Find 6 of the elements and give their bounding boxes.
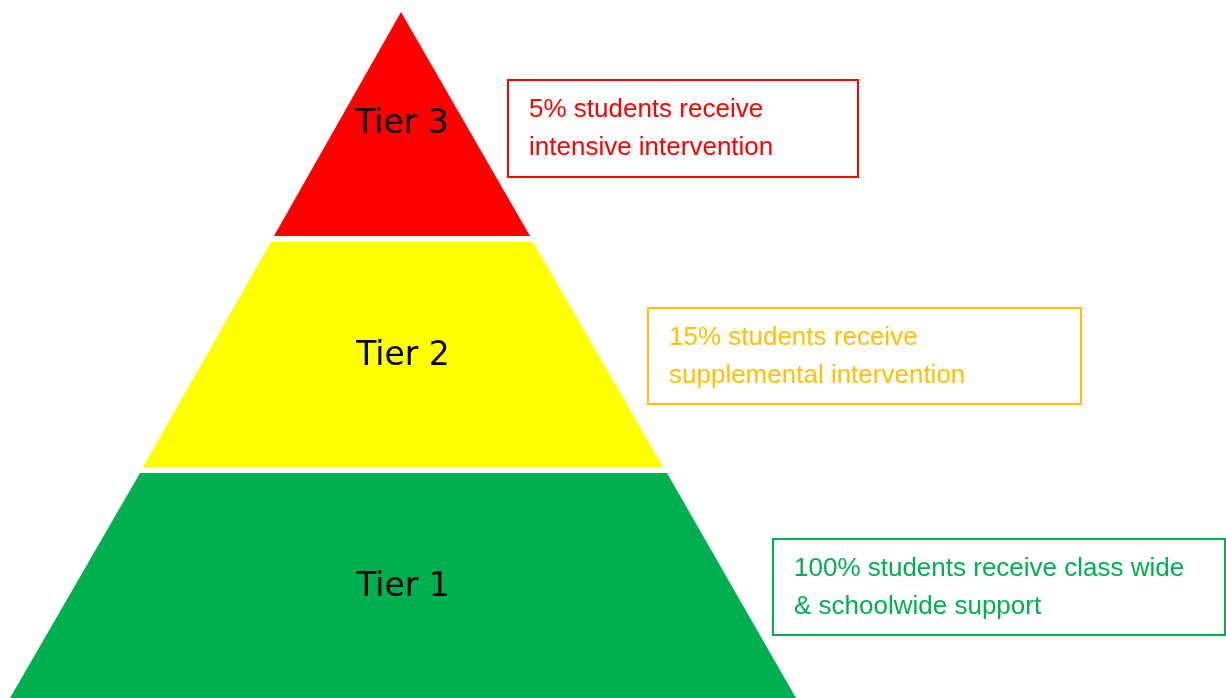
tier-label: Tier 1 [355, 565, 451, 604]
description-box: 15% students receive supplemental intervention [647, 307, 1082, 405]
tier-label: Tier 3 [354, 102, 450, 141]
tier-label: Tier 2 [355, 334, 451, 373]
description-box: 100% students receive class wide & schoolwide support [772, 538, 1226, 636]
description-box: 5% students receive intensive intervention [507, 79, 859, 178]
